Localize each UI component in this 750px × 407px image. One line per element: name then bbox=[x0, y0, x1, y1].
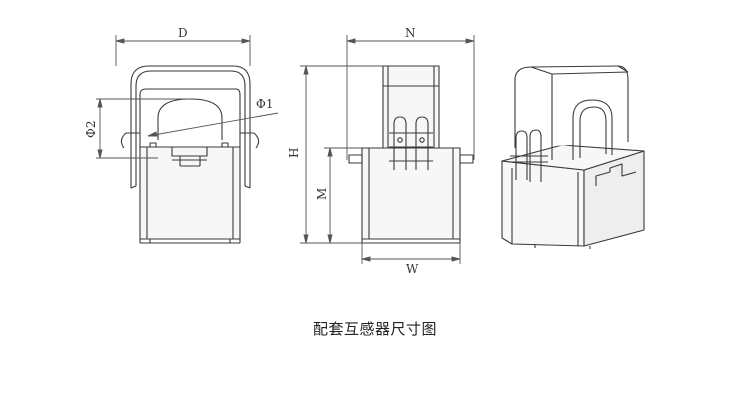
front-view bbox=[120, 65, 260, 244]
dim-label-D: D bbox=[178, 26, 188, 40]
dim-label-M: M bbox=[315, 188, 329, 200]
figure-caption: 配套互感器尺寸图 bbox=[312, 320, 437, 338]
dim-label-N: N bbox=[405, 26, 416, 40]
dim-label-phi2: Φ2 bbox=[84, 121, 98, 138]
side-view bbox=[348, 65, 474, 244]
isometric-view bbox=[501, 65, 645, 249]
dim-label-H: H bbox=[287, 148, 301, 158]
dim-label-W: W bbox=[406, 262, 419, 276]
dim-label-phi1: Φ1 bbox=[256, 97, 273, 111]
